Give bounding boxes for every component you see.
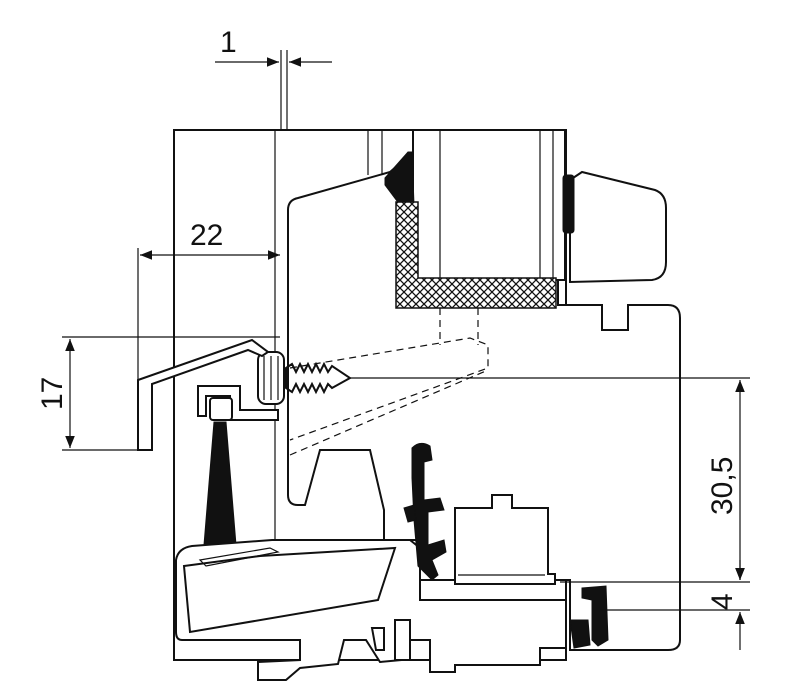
glazing-seal <box>384 151 557 309</box>
hidden-edges <box>289 308 489 456</box>
glass-pane <box>412 129 566 281</box>
dimension-offset: 22 <box>137 219 280 450</box>
drip-bracket <box>137 338 279 451</box>
dimension-bottom: 4 <box>600 560 750 650</box>
dimension-height-left: 17 <box>36 336 280 451</box>
dim-label-height-left: 17 <box>36 377 69 410</box>
hardware-fitting <box>454 494 556 585</box>
center-gasket <box>403 442 447 581</box>
dimension-height-right: 30,5 <box>348 377 750 583</box>
dim-label-bottom: 4 <box>706 593 739 610</box>
dim-label-gap: 1 <box>220 26 237 59</box>
dim-label-offset: 22 <box>190 219 223 252</box>
sash-profile <box>287 157 681 651</box>
dim-label-height-right: 30,5 <box>706 457 739 515</box>
dimension-gap: 1 <box>215 26 332 130</box>
screw-icon <box>257 351 352 405</box>
brush-seal <box>203 421 237 546</box>
corner-gasket <box>569 585 609 649</box>
lower-sill-profile <box>175 539 567 681</box>
